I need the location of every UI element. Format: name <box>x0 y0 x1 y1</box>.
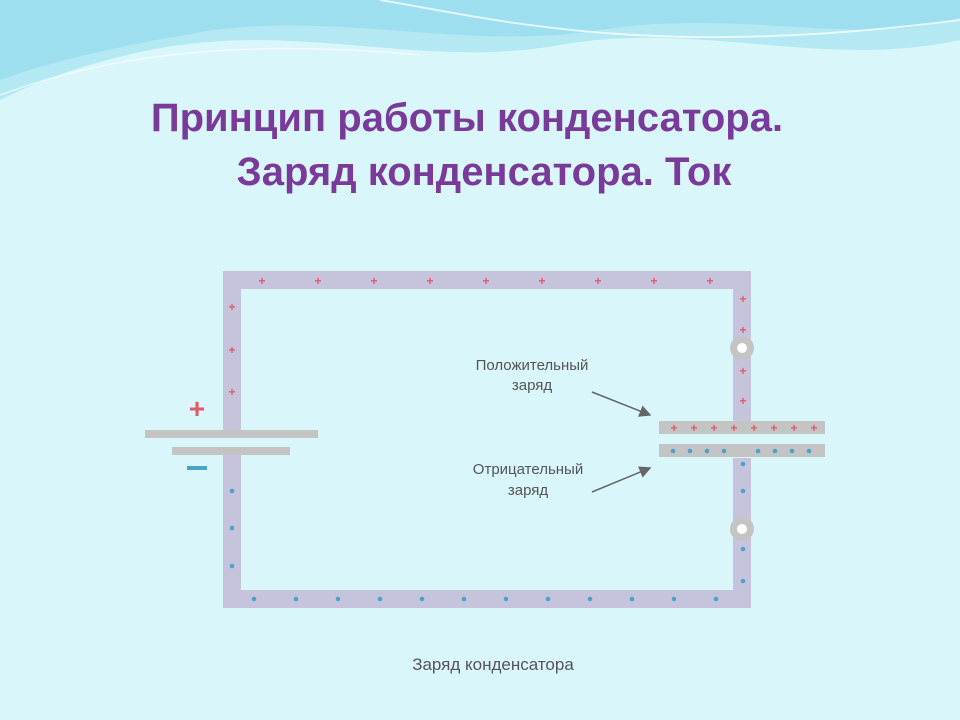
negative-charge-mark <box>755 448 761 454</box>
positive-charge-mark: + <box>790 421 797 435</box>
negative-charges <box>229 448 812 602</box>
negative-charge-mark <box>251 596 257 602</box>
positive-charge-mark: + <box>739 323 746 337</box>
slide-title-line2: Заряд конденсатора. Ток <box>236 150 732 194</box>
terminal-top-hole <box>737 343 747 353</box>
positive-charge-mark: + <box>650 274 657 288</box>
positive-charge-mark: + <box>482 274 489 288</box>
negative-charge-mark <box>335 596 341 602</box>
positive-charge-mark: + <box>258 274 265 288</box>
capacitor-bottom-plate <box>659 444 825 457</box>
negative-charge-mark <box>789 448 795 454</box>
battery-short-plate <box>172 447 290 455</box>
negative-charge-mark <box>704 448 710 454</box>
negative-charge-mark <box>670 448 676 454</box>
negative-charge-mark <box>545 596 551 602</box>
negative-charge-mark <box>461 596 467 602</box>
battery-minus-sign <box>187 466 207 470</box>
positive-charge-mark: + <box>370 274 377 288</box>
negative-charge-mark <box>806 448 812 454</box>
arrow-positive <box>591 391 652 417</box>
negative-charge-mark <box>229 488 235 494</box>
positive-charges: ++++++++++++++++++++++++ <box>228 274 817 435</box>
positive-charge-mark: + <box>690 421 697 435</box>
battery-long-plate <box>145 430 318 438</box>
positive-charge-mark: + <box>228 300 235 314</box>
negative-charge-mark <box>740 578 746 584</box>
negative-charge-mark <box>671 596 677 602</box>
battery-plus-sign: + <box>189 393 205 424</box>
wave-decoration <box>0 0 960 100</box>
negative-charge-mark <box>377 596 383 602</box>
capacitor-top-plate <box>659 421 825 434</box>
positive-charge-mark: + <box>750 421 757 435</box>
diagram-caption: Заряд конденсатора <box>412 655 574 674</box>
wire-top <box>223 271 751 289</box>
positive-charge-mark: + <box>670 421 677 435</box>
circuit-wires <box>223 271 751 608</box>
positive-charge-mark: + <box>739 394 746 408</box>
positive-charge-mark: + <box>594 274 601 288</box>
positive-charge-mark: + <box>730 421 737 435</box>
positive-charge-mark: + <box>739 292 746 306</box>
negative-charge-mark <box>721 448 727 454</box>
negative-charge-mark <box>503 596 509 602</box>
negative-charge-mark <box>740 488 746 494</box>
negative-charge-mark <box>293 596 299 602</box>
wire-left-upper <box>223 271 241 431</box>
positive-charge-mark: + <box>228 343 235 357</box>
negative-charge-mark <box>713 596 719 602</box>
positive-charge-mark: + <box>426 274 433 288</box>
label-positive-line2: заряд <box>512 377 553 394</box>
negative-charge-mark <box>687 448 693 454</box>
positive-charge-mark: + <box>739 364 746 378</box>
negative-charge-mark <box>740 461 746 467</box>
positive-charge-mark: + <box>770 421 777 435</box>
positive-charge-mark: + <box>810 421 817 435</box>
negative-charge-mark <box>772 448 778 454</box>
positive-charge-mark: + <box>710 421 717 435</box>
slide-title-line1: Принцип работы конденсатора. <box>150 96 784 140</box>
label-negative-line1: Отрицательный <box>473 461 583 478</box>
positive-charge-mark: + <box>538 274 545 288</box>
label-positive-line1: Положительный <box>476 357 589 374</box>
terminal-bottom-hole <box>737 524 747 534</box>
arrow-negative <box>591 466 652 493</box>
positive-charge-mark: + <box>706 274 713 288</box>
positive-charge-mark: + <box>314 274 321 288</box>
negative-charge-mark <box>740 546 746 552</box>
negative-charge-mark <box>229 525 235 531</box>
wire-bottom <box>223 590 751 608</box>
positive-charge-mark: + <box>228 385 235 399</box>
negative-charge-mark <box>587 596 593 602</box>
negative-charge-mark <box>419 596 425 602</box>
negative-charge-mark <box>229 563 235 569</box>
label-negative-line2: заряд <box>508 482 549 499</box>
negative-charge-mark <box>629 596 635 602</box>
